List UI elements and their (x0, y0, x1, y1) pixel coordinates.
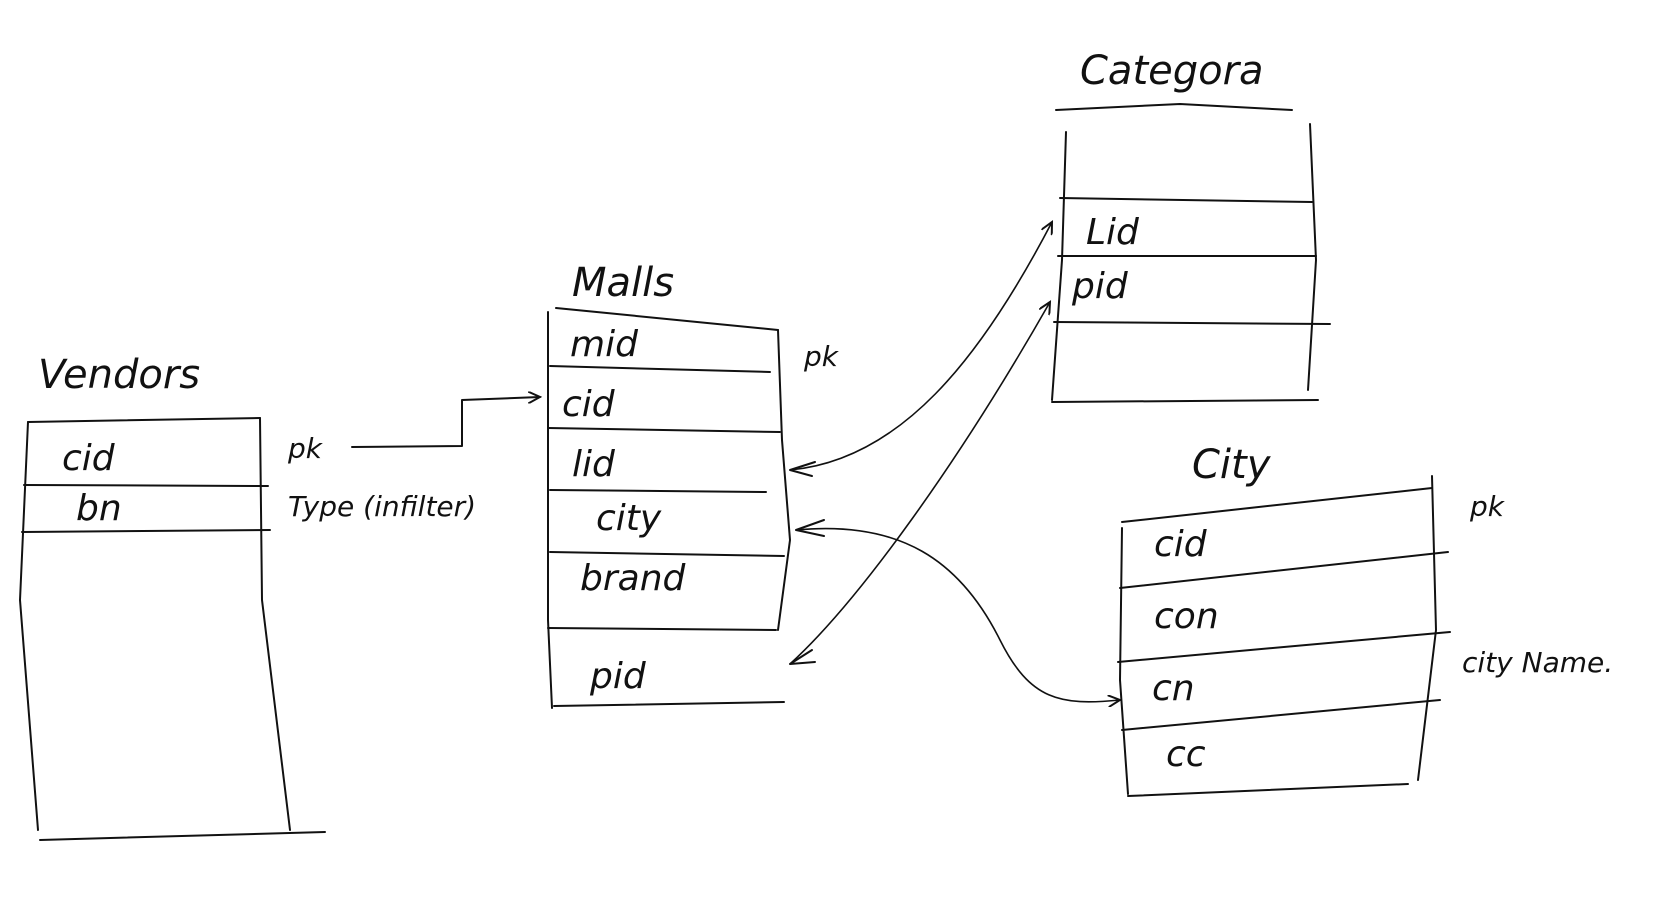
malls-top-border (555, 307, 779, 331)
categora-field-pid: pid (1071, 266, 1129, 307)
vendors-table: Vendors cid bn (19, 352, 326, 841)
malls-city-arrowhead (795, 519, 825, 537)
relation-city-cn-to-malls-city (795, 527, 1120, 701)
malls-field-pid: pid (589, 656, 647, 697)
malls-title: Malls (572, 260, 674, 306)
city-left-border (1119, 527, 1129, 795)
vendors-row-divider (23, 484, 269, 487)
malls-field-city: city (596, 498, 662, 539)
vendors-bottom-border (39, 831, 326, 841)
categora-row-divider (1053, 321, 1331, 325)
city-row-divider (1117, 631, 1451, 663)
malls-lid-arrowhead (789, 461, 816, 477)
categora-right-border (1307, 123, 1317, 391)
categora-field-lid: Lid (1086, 212, 1140, 253)
malls-row-divider (547, 627, 777, 631)
vendors-field-bn: bn (76, 488, 122, 529)
categora-top-line (1055, 103, 1293, 111)
city-row-divider (1119, 551, 1449, 589)
malls-row-divider (547, 427, 781, 433)
city-top-border (1121, 487, 1433, 523)
vendors-pk-label: pk (287, 432, 324, 465)
categora-row-divider (1059, 197, 1313, 203)
malls-row-divider (549, 489, 767, 493)
vendors-right-border (259, 417, 291, 831)
malls-field-cid: cid (562, 384, 616, 425)
malls-field-lid: lid (572, 444, 616, 485)
malls-right-border (777, 329, 791, 631)
city-title: City (1192, 442, 1272, 488)
relation-vendors-cid-to-malls-cid (351, 397, 540, 448)
vendors-top-border (27, 417, 261, 423)
malls-row-divider (549, 551, 785, 557)
malls-bottom-border (553, 701, 785, 707)
malls-pid-arrowhead (789, 649, 816, 665)
vendors-title: Vendors (38, 352, 200, 398)
vendors-type-note: Type (infilter) (288, 490, 476, 523)
city-field-cc: cc (1166, 734, 1206, 775)
vendors-field-cid: cid (62, 438, 116, 479)
relation-categora-lid-to-malls-lid (789, 222, 1052, 471)
categora-left-border (1051, 131, 1067, 401)
city-bottom-border (1127, 783, 1409, 797)
malls-field-mid: mid (570, 324, 639, 365)
city-field-cid: cid (1154, 524, 1208, 565)
city-row-divider (1121, 699, 1441, 731)
city-pk-label: pk (1469, 490, 1506, 523)
categora-table: Categora Lid pid (1051, 48, 1331, 403)
relation-categora-pid-to-malls-pid (789, 302, 1050, 665)
categora-bottom-border (1051, 399, 1319, 403)
categora-title: Categora (1080, 48, 1264, 94)
vendors-row-divider (21, 529, 271, 533)
malls-left-border (547, 311, 553, 709)
malls-row-divider (549, 365, 771, 373)
city-field-cn: cn (1152, 668, 1195, 709)
malls-pk-label: pk (803, 340, 840, 373)
malls-field-brand: brand (580, 558, 687, 599)
vendors-left-border (19, 421, 39, 831)
city-right-border (1417, 475, 1437, 781)
city-table: City cid con cn cc (1117, 442, 1451, 797)
city-field-con: con (1154, 596, 1219, 637)
city-name-note: city Name. (1462, 646, 1613, 679)
malls-table: Malls mid cid lid city brand pid (547, 260, 791, 709)
